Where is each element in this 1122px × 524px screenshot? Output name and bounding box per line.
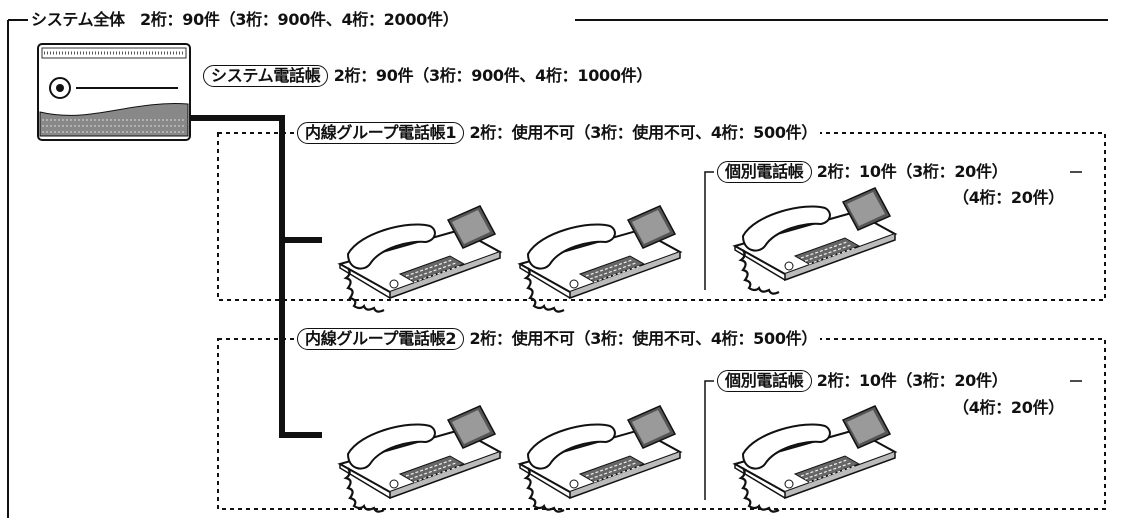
system-total-header: システム全体 2桁：90件（3桁：900件、4桁：2000件） xyxy=(28,8,462,32)
group2-header: 内線グループ電話帳2 2桁：使用不可（3桁：使用不可、4桁：500件） xyxy=(294,327,821,351)
personal2-header: 個別電話帳 2桁：10件（3桁：20件） xyxy=(714,369,1011,393)
system-bracket-top xyxy=(7,19,30,30)
group1-capacity: 2桁：使用不可（3桁：使用不可、4桁：500件） xyxy=(469,123,818,142)
phone-icon xyxy=(518,404,682,513)
personal1-label: 個別電話帳 xyxy=(717,161,812,183)
system-phonebook-label: システム電話帳 xyxy=(203,65,329,87)
personal1-capacity-line2: （4桁：20件） xyxy=(953,188,1064,207)
phone-icon xyxy=(733,186,897,295)
system-total-capacity: 2桁：90件（3桁：900件、4桁：2000件） xyxy=(140,10,459,29)
system-total-label: システム全体 xyxy=(31,10,125,29)
personal2-capacity: 2桁：10件（3桁：20件） xyxy=(816,371,1008,390)
system-phonebook-header: システム電話帳 2桁：90件（3桁：900件、4桁：1000件） xyxy=(200,64,656,88)
group2-capacity: 2桁：使用不可（3桁：使用不可、4桁：500件） xyxy=(469,329,818,348)
group2-label: 内線グループ電話帳2 xyxy=(297,328,465,350)
main-unit-icon xyxy=(37,43,191,141)
personal2-bracket xyxy=(704,380,1082,500)
personal2-label: 個別電話帳 xyxy=(717,370,812,392)
main-trunk-line xyxy=(190,115,322,438)
personal1-header: 個別電話帳 2桁：10件（3桁：20件） xyxy=(714,160,1011,184)
group1-header: 内線グループ電話帳1 2桁：使用不可（3桁：使用不可、4桁：500件） xyxy=(294,121,821,145)
phone-icon xyxy=(518,204,682,313)
personal2-capacity-line2: （4桁：20件） xyxy=(953,398,1064,417)
group1-label: 内線グループ電話帳1 xyxy=(297,122,465,144)
system-phonebook-capacity: 2桁：90件（3桁：900件、4桁：1000件） xyxy=(333,66,653,85)
personal1-capacity: 2桁：10件（3桁：20件） xyxy=(816,162,1008,181)
phone-icon xyxy=(733,404,897,513)
phone-icon xyxy=(338,404,502,513)
personal1-bracket xyxy=(704,171,1082,290)
phone-icon xyxy=(338,204,502,313)
